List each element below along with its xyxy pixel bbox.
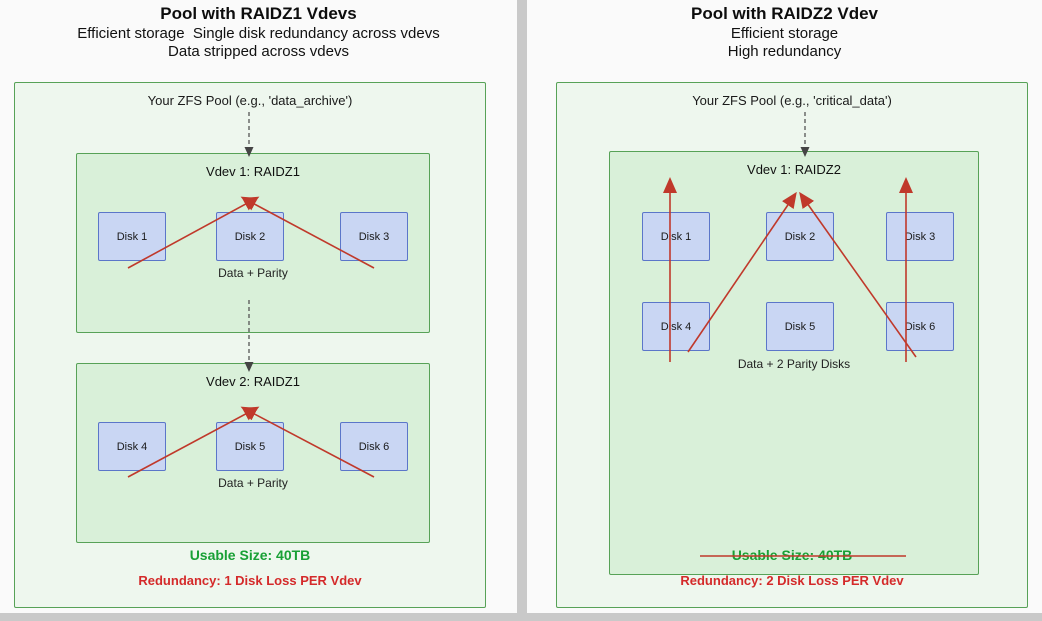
raidz2-vdev1-title: Vdev 1: RAIDZ2	[747, 162, 841, 177]
disk-box: Disk 2	[766, 212, 834, 261]
disk-box: Disk 1	[642, 212, 710, 261]
raidz1-vdev2-title: Vdev 2: RAIDZ1	[206, 374, 300, 389]
raidz1-vdev1-caption: Data + Parity	[218, 266, 288, 280]
raidz1-pool-label: Your ZFS Pool (e.g., 'data_archive')	[147, 93, 353, 108]
disk-box: Disk 5	[766, 302, 834, 351]
disk-box: Disk 1	[98, 212, 166, 261]
raidz1-redundancy: Redundancy: 1 Disk Loss PER Vdev	[138, 573, 362, 588]
raidz2-redundancy: Redundancy: 2 Disk Loss PER Vdev	[680, 573, 904, 588]
raidz1-vdev2-caption: Data + Parity	[218, 476, 288, 490]
disk-box: Disk 2	[216, 212, 284, 261]
disk-box: Disk 6	[340, 422, 408, 471]
raidz2-pool-label: Your ZFS Pool (e.g., 'critical_data')	[692, 93, 892, 108]
disk-box: Disk 3	[886, 212, 954, 261]
raidz1-usable-size: Usable Size: 40TB	[189, 547, 311, 563]
raidz1-vdev1-box: Vdev 1: RAIDZ1 Disk 1 Disk 2 Disk 3 Data…	[76, 153, 430, 333]
raidz1-subtitle-2: Data stripped across vdevs	[168, 43, 349, 60]
raidz2-subtitle-2: High redundancy	[727, 43, 842, 60]
raidz2-vdev1-box: Vdev 1: RAIDZ2 Disk 1 Disk 2 Disk 3 Disk…	[609, 151, 979, 575]
disk-box: Disk 6	[886, 302, 954, 351]
raidz1-vdev2-box: Vdev 2: RAIDZ1 Disk 4 Disk 5 Disk 6 Data…	[76, 363, 430, 543]
raidz1-panel-title: Pool with RAIDZ1 Vdevs	[160, 4, 357, 23]
raidz1-vdev1-title: Vdev 1: RAIDZ1	[206, 164, 300, 179]
disk-box: Disk 5	[216, 422, 284, 471]
disk-box: Disk 3	[340, 212, 408, 261]
raidz2-vdev1-caption: Data + 2 Parity Disks	[737, 357, 851, 371]
disk-box: Disk 4	[642, 302, 710, 351]
disk-box: Disk 4	[98, 422, 166, 471]
raidz1-pool-box: Your ZFS Pool (e.g., 'data_archive') Vde…	[14, 82, 486, 608]
raidz2-pool-box: Your ZFS Pool (e.g., 'critical_data') Vd…	[556, 82, 1028, 608]
raidz2-usable-size: Usable Size: 40TB	[731, 547, 853, 563]
raidz2-panel-title: Pool with RAIDZ2 Vdev	[690, 4, 879, 23]
raidz2-subtitle-1: Efficient storage	[730, 25, 839, 42]
raidz2-panel: Pool with RAIDZ2 Vdev Efficient storage …	[527, 0, 1042, 613]
raidz1-subtitle-1: Efficient storage Single disk redundancy…	[77, 25, 440, 42]
raidz1-panel: Pool with RAIDZ1 Vdevs Efficient storage…	[0, 0, 517, 613]
